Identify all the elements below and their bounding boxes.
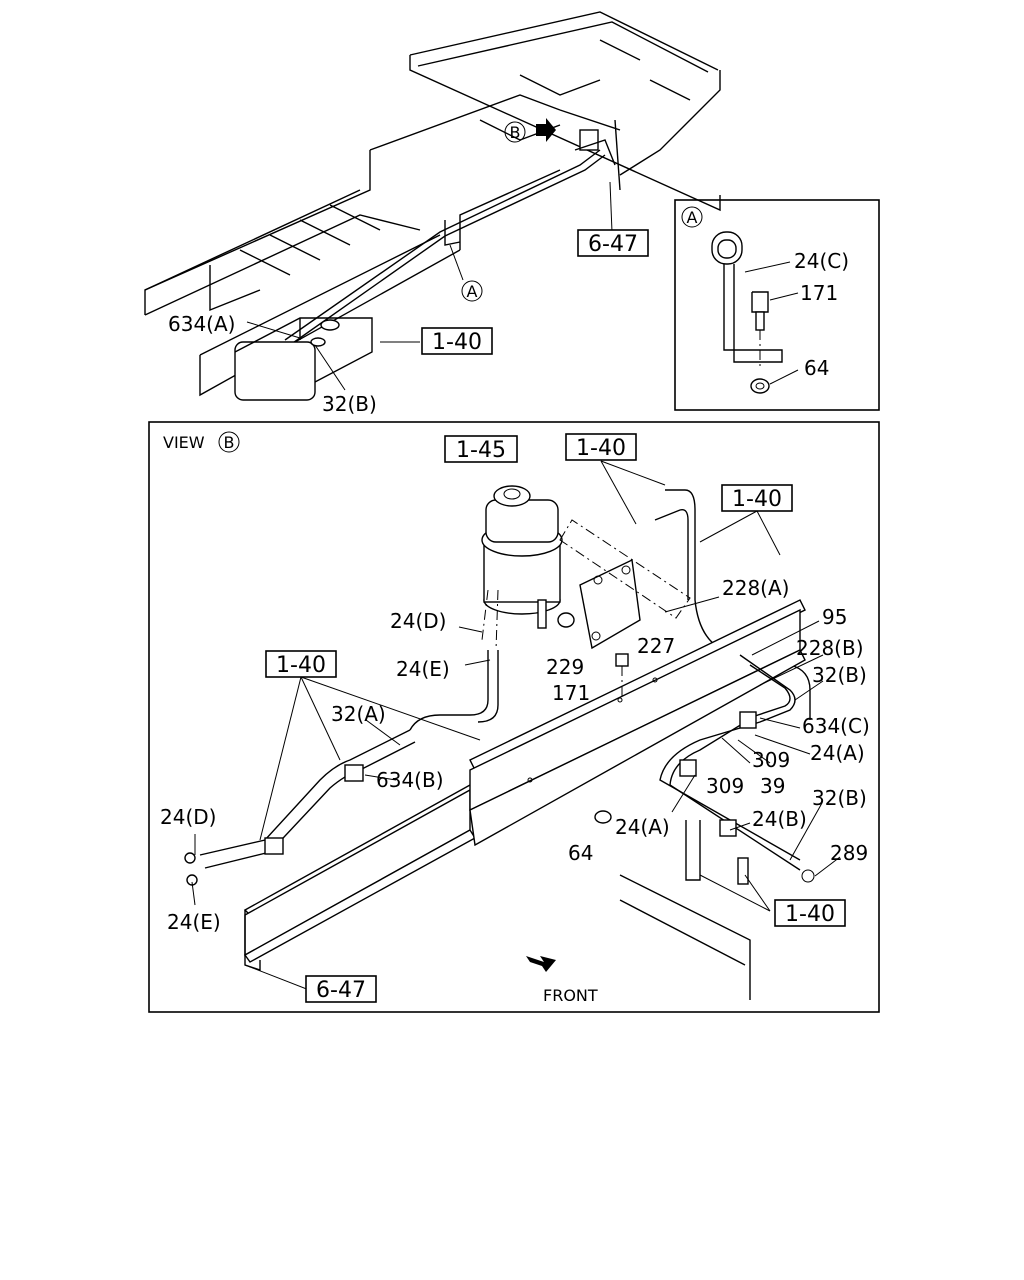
chassis-frame-drawing: [144, 11, 721, 401]
label-309-b: 309: [706, 774, 744, 798]
ref-1-40-view-top[interactable]: 1-40: [576, 436, 626, 461]
view-b-labels: 1-45 1-40 1-40 1-40 1-40 6-47 228(A) 95 …: [160, 433, 870, 1005]
label-24d-top: 24(D): [390, 609, 446, 633]
label-289: 289: [830, 841, 868, 865]
ref-1-40-view-bottom[interactable]: 1-40: [785, 902, 835, 927]
label-227: 227: [637, 634, 675, 658]
label-24d-left: 24(D): [160, 805, 216, 829]
ref-1-45[interactable]: 1-45: [456, 438, 506, 463]
top-view-labels: B A 634(A) 32(B) 6-47 1-40: [168, 121, 649, 416]
label-64-detail: 64: [804, 356, 829, 380]
label-32b-top: 32(B): [322, 392, 377, 416]
label-32a: 32(A): [331, 702, 386, 726]
ref-1-40-view-left[interactable]: 1-40: [276, 653, 326, 678]
label-24a-right: 24(A): [810, 741, 865, 765]
label-228a: 228(A): [722, 576, 789, 600]
label-171-detail: 171: [800, 281, 838, 305]
label-24e-left: 24(E): [167, 910, 221, 934]
label-229: 229: [546, 655, 584, 679]
circle-a-label: A: [467, 282, 478, 301]
detail-a-panel: A 24(C) 171 64: [674, 199, 880, 411]
label-634a: 634(A): [168, 312, 235, 336]
label-228b: 228(B): [796, 636, 864, 660]
front-label: FRONT: [543, 986, 598, 1005]
label-24c: 24(C): [794, 249, 849, 273]
label-24b: 24(B): [752, 807, 807, 831]
ref-1-40-view-right[interactable]: 1-40: [732, 487, 782, 512]
label-24a-mid: 24(A): [615, 815, 670, 839]
label-39: 39: [760, 774, 785, 798]
ref-6-47-top[interactable]: 6-47: [588, 232, 638, 257]
label-24e-top: 24(E): [396, 657, 450, 681]
ref-6-47-view[interactable]: 6-47: [316, 978, 366, 1003]
label-32b-view-mid: 32(B): [812, 786, 867, 810]
circle-b-label: B: [510, 123, 521, 142]
label-171-view: 171: [552, 681, 590, 705]
label-32b-view-top: 32(B): [812, 663, 867, 687]
label-95: 95: [822, 605, 847, 629]
ref-1-40-top[interactable]: 1-40: [432, 330, 482, 355]
detail-a-circle: A: [687, 208, 698, 227]
view-b-circle: B: [224, 433, 235, 452]
label-309-a: 309: [752, 748, 790, 772]
label-634b: 634(B): [376, 768, 444, 792]
label-634c: 634(C): [802, 714, 870, 738]
view-b-title: VIEW: [163, 433, 205, 452]
label-64-view: 64: [568, 841, 593, 865]
view-b-panel: VIEW B: [148, 421, 880, 1013]
